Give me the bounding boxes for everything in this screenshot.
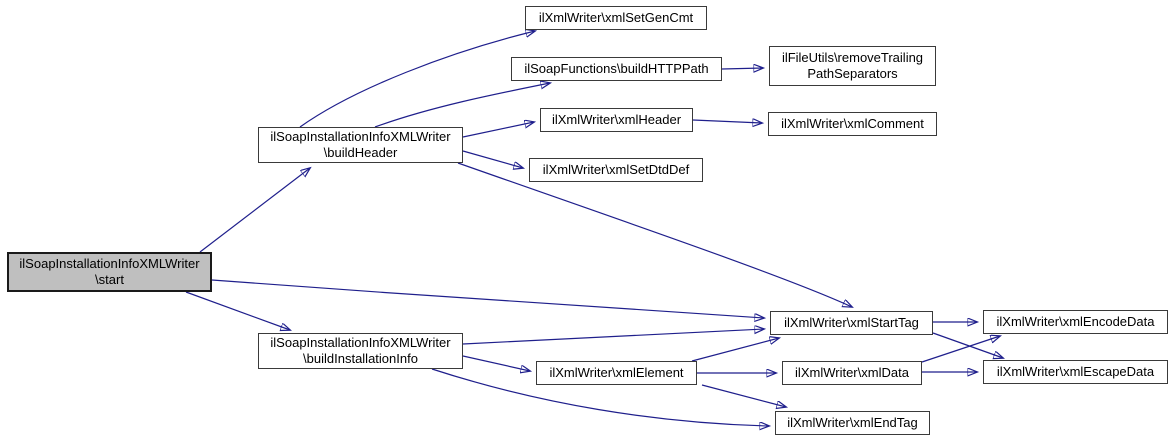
node-buildHeader[interactable]: ilSoapInstallationInfoXMLWriter \buildHe… (258, 127, 463, 163)
edge-xmlHeader-to-xmlComment (692, 120, 762, 123)
node-xmlHeader-label: ilXmlWriter\xmlHeader (551, 112, 682, 127)
edge-start-to-buildInstallationInfo (185, 291, 290, 330)
node-buildHTTPPath-label: ilSoapFunctions\buildHTTPPath (524, 61, 709, 76)
node-xmlEndTag-label: ilXmlWriter\xmlEndTag (787, 415, 918, 430)
node-removeTrailing-label-line1: ilFileUtils\removeTrailing (781, 50, 924, 65)
node-removeTrailing-label-line2: PathSeparators (807, 66, 898, 81)
node-xmlEscapeData[interactable]: ilXmlWriter\xmlEscapeData (983, 360, 1168, 384)
edge-buildHeader-to-xmlStartTag (457, 162, 852, 307)
node-xmlElement-label: ilXmlWriter\xmlElement (549, 365, 684, 380)
node-buildHTTPPath[interactable]: ilSoapFunctions\buildHTTPPath (511, 57, 722, 81)
node-xmlEncodeData-label: ilXmlWriter\xmlEncodeData (996, 314, 1155, 329)
edge-buildInstallationInfo-to-xmlEndTag (431, 368, 769, 426)
node-xmlHeader[interactable]: ilXmlWriter\xmlHeader (540, 108, 693, 132)
edge-buildHeader-to-xmlSetGenCmt (299, 31, 535, 128)
node-start-label-line1: ilSoapInstallationInfoXMLWriter (19, 256, 200, 271)
node-start-label-line2: \start (95, 272, 124, 287)
node-buildInstallationInfo-label-line1: ilSoapInstallationInfoXMLWriter (270, 335, 451, 350)
node-start[interactable]: ilSoapInstallationInfoXMLWriter \start (7, 252, 212, 292)
node-xmlSetDtdDef-label: ilXmlWriter\xmlSetDtdDef (542, 162, 690, 177)
node-xmlData[interactable]: ilXmlWriter\xmlData (782, 361, 922, 385)
edge-start-to-xmlStartTag (211, 279, 764, 318)
edge-buildHeader-to-buildHTTPPath (374, 83, 550, 128)
node-xmlSetDtdDef[interactable]: ilXmlWriter\xmlSetDtdDef (529, 158, 703, 182)
node-xmlElement[interactable]: ilXmlWriter\xmlElement (536, 361, 697, 385)
node-xmlComment[interactable]: ilXmlWriter\xmlComment (768, 112, 937, 136)
node-xmlData-label: ilXmlWriter\xmlData (795, 365, 909, 380)
node-xmlComment-label: ilXmlWriter\xmlComment (781, 116, 924, 131)
edge-buildHeader-to-xmlHeader (462, 122, 534, 138)
edge-buildInstallationInfo-to-xmlStartTag (462, 329, 764, 345)
node-xmlEndTag[interactable]: ilXmlWriter\xmlEndTag (775, 411, 930, 435)
edge-xmlElement-to-xmlEndTag (701, 384, 786, 407)
node-buildHeader-label-line2: \buildHeader (323, 145, 398, 160)
edge-xmlStartTag-to-xmlEscapeData (932, 332, 1003, 358)
edge-buildInstallationInfo-to-xmlElement (462, 355, 530, 371)
edge-buildHeader-to-xmlSetDtdDef (462, 150, 523, 168)
edge-start-to-buildHeader (199, 168, 310, 253)
edge-buildHTTPPath-to-removeTrailing (721, 68, 763, 69)
edge-xmlData-to-xmlEncodeData (921, 336, 1000, 363)
node-xmlSetGenCmt[interactable]: ilXmlWriter\xmlSetGenCmt (525, 6, 707, 30)
node-buildInstallationInfo-label-line2: \buildInstallationInfo (303, 351, 418, 366)
edge-xmlElement-to-xmlStartTag (691, 338, 779, 362)
node-removeTrailingPathSeparators[interactable]: ilFileUtils\removeTrailing PathSeparator… (769, 46, 936, 86)
node-xmlStartTag[interactable]: ilXmlWriter\xmlStartTag (770, 311, 933, 335)
node-xmlEncodeData[interactable]: ilXmlWriter\xmlEncodeData (983, 310, 1168, 334)
node-xmlSetGenCmt-label: ilXmlWriter\xmlSetGenCmt (538, 10, 694, 25)
node-buildHeader-label-line1: ilSoapInstallationInfoXMLWriter (270, 129, 451, 144)
node-xmlStartTag-label: ilXmlWriter\xmlStartTag (784, 315, 919, 330)
node-xmlEscapeData-label: ilXmlWriter\xmlEscapeData (996, 364, 1155, 379)
node-buildInstallationInfo[interactable]: ilSoapInstallationInfoXMLWriter \buildIn… (258, 333, 463, 369)
